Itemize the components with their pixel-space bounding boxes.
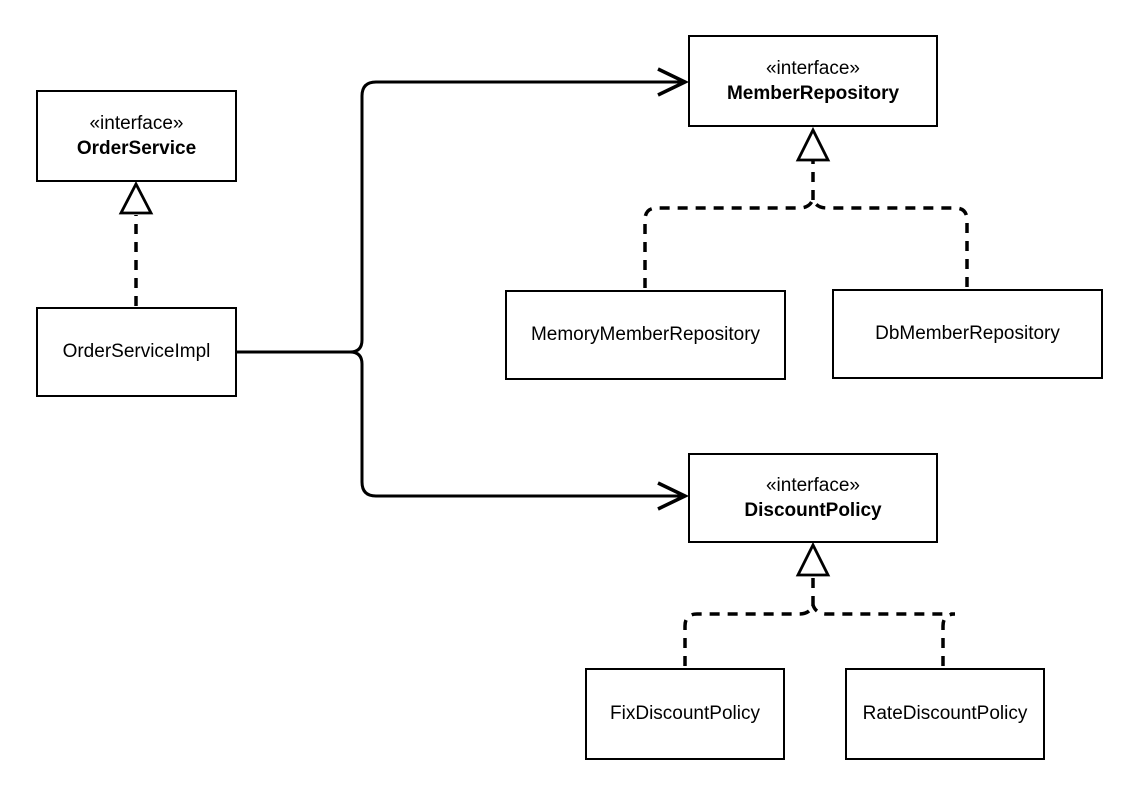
class-name: MemberRepository xyxy=(726,83,900,104)
stereotype-label: «interface» xyxy=(765,57,860,79)
node-order-service-interface: «interface» OrderService xyxy=(36,90,237,182)
hollow-triangle-icon xyxy=(118,180,154,215)
stereotype-label: «interface» xyxy=(89,112,184,134)
realization-dashed-line-db xyxy=(811,198,969,287)
stereotype-label: «interface» xyxy=(765,474,860,496)
realization-dashed-line-fix xyxy=(683,604,815,666)
node-rate-discount-policy: RateDiscountPolicy xyxy=(845,668,1045,760)
open-arrowhead-discount-policy-icon xyxy=(657,481,690,511)
open-arrowhead-member-repository-icon xyxy=(657,67,690,97)
realization-member-repository xyxy=(643,161,969,288)
class-name: OrderService xyxy=(76,138,197,159)
node-fix-discount-policy: FixDiscountPolicy xyxy=(585,668,785,760)
node-memory-member-repository: MemoryMemberRepository xyxy=(505,290,786,380)
class-name: FixDiscountPolicy xyxy=(610,703,760,725)
class-name: DbMemberRepository xyxy=(875,323,1060,345)
node-order-service-impl: OrderServiceImpl xyxy=(36,307,237,397)
hollow-triangle-icon xyxy=(795,126,831,162)
class-name: MemoryMemberRepository xyxy=(530,324,761,346)
realization-discount-policy xyxy=(683,576,956,666)
node-discount-policy-interface: «interface» DiscountPolicy xyxy=(688,453,938,543)
class-name: OrderServiceImpl xyxy=(62,341,211,363)
realization-dashed-line-memory xyxy=(643,198,815,288)
realization-order-service xyxy=(118,180,154,306)
dependency-arrows xyxy=(237,67,690,511)
class-name: DiscountPolicy xyxy=(744,500,882,521)
hollow-triangle-icon xyxy=(795,541,831,577)
dependency-line-to-member-repository xyxy=(349,80,683,354)
node-member-repository-interface: «interface» MemberRepository xyxy=(688,35,938,127)
node-db-member-repository: DbMemberRepository xyxy=(832,289,1103,379)
realization-dashed-line-rate xyxy=(811,604,956,666)
dependency-line-to-discount-policy xyxy=(349,350,683,498)
class-name: RateDiscountPolicy xyxy=(862,703,1028,725)
